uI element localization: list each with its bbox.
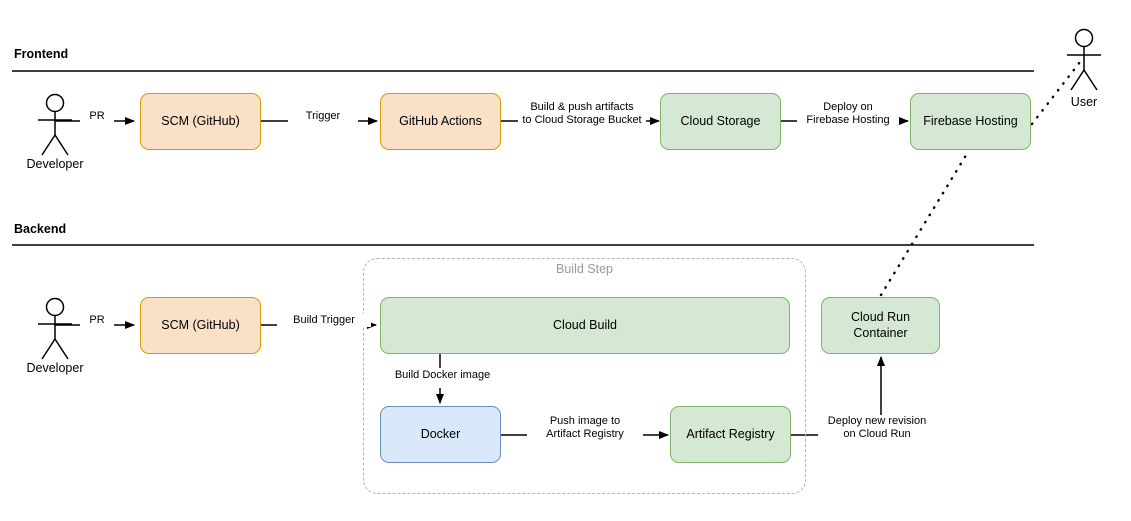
node-cloud-run-container[interactable]: Cloud Run Container (821, 297, 940, 354)
node-firebase-hosting[interactable]: Firebase Hosting (910, 93, 1031, 150)
node-github-actions[interactable]: GitHub Actions (380, 93, 501, 150)
stick-figure-icon (38, 93, 72, 156)
edge-label-build-push-artifacts: Build & push artifacts to Cloud Storage … (518, 101, 646, 128)
edge-label-push-image-to-registry: Push image to Artifact Registry (527, 415, 643, 442)
edge-cloudrun-to-firebase (879, 150, 970, 297)
section-title-backend: Backend (14, 222, 67, 236)
group-build-step (363, 258, 806, 494)
edge-label-trigger: Trigger (288, 110, 358, 124)
edge-label-build-docker-image: Build Docker image (383, 369, 502, 383)
actor-label-user: User (1070, 95, 1098, 109)
edge-label-build-trigger: Build Trigger (277, 314, 371, 328)
edge-label-pr-frontend: PR (80, 110, 114, 124)
edge-firebase-to-user (1030, 60, 1082, 126)
edge-label-pr-backend: PR (80, 314, 114, 328)
actor-label-developer-frontend: Developer (26, 157, 84, 171)
actor-label-developer-backend: Developer (26, 361, 84, 375)
edge-label-deploy-on-firebase: Deploy on Firebase Hosting (797, 101, 899, 128)
node-artifact-registry[interactable]: Artifact Registry (670, 406, 791, 463)
node-docker[interactable]: Docker (380, 406, 501, 463)
node-cloud-storage[interactable]: Cloud Storage (660, 93, 781, 150)
section-title-frontend: Frontend (14, 47, 69, 61)
stick-figure-icon (1067, 28, 1101, 91)
node-scm-github-frontend[interactable]: SCM (GitHub) (140, 93, 261, 150)
edge-label-deploy-new-revision: Deploy new revision on Cloud Run (818, 415, 936, 442)
node-cloud-build[interactable]: Cloud Build (380, 297, 790, 354)
stick-figure-icon (38, 297, 72, 360)
node-scm-github-backend[interactable]: SCM (GitHub) (140, 297, 261, 354)
group-build-step-label: Build Step (556, 262, 613, 276)
